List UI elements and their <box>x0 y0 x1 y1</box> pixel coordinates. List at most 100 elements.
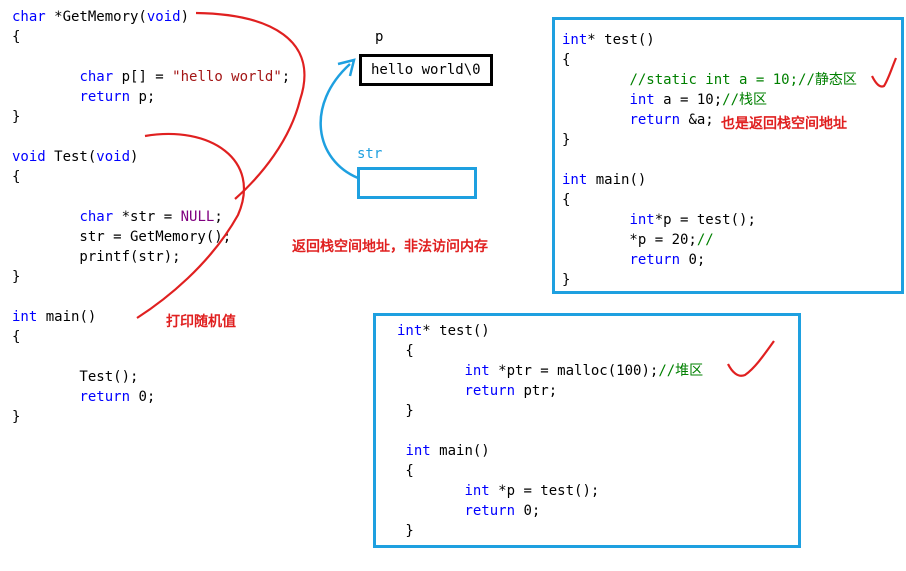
code-token: Test( <box>45 149 97 165</box>
code-token <box>12 89 79 105</box>
code-token: int <box>562 172 588 188</box>
code-token: &a; <box>680 112 714 128</box>
p-label: p <box>375 29 384 45</box>
code-token: } <box>562 272 571 288</box>
code-line: char *str = NULL; <box>12 207 290 227</box>
code-line: Test(); <box>12 367 290 387</box>
illegal-access-note: 返回栈空间地址，非法访问内存 <box>292 239 488 255</box>
code-line <box>12 127 290 147</box>
code-token: int <box>562 32 588 48</box>
code-token: void <box>96 149 131 165</box>
left-code-block: char *GetMemory(void){ char p[] = "hello… <box>12 7 290 427</box>
str-to-p-arrowhead <box>337 58 356 77</box>
code-token: ; <box>281 69 291 85</box>
code-line: } <box>397 521 703 541</box>
code-token: main() <box>37 309 97 325</box>
code-token <box>562 212 629 228</box>
code-token <box>562 112 629 128</box>
code-line: int main() <box>12 307 290 327</box>
code-token <box>397 383 464 399</box>
code-line: } <box>12 107 290 127</box>
stack-example-code: int* test(){ //static int a = 10;//静态区 i… <box>562 30 857 290</box>
code-line: printf(str); <box>12 247 290 267</box>
code-token: return <box>79 89 131 105</box>
code-line: { <box>562 190 857 210</box>
code-token <box>397 483 464 499</box>
code-token: char <box>12 9 46 25</box>
code-line: { <box>397 341 703 361</box>
code-token: } <box>12 409 21 425</box>
code-token: { <box>562 52 571 68</box>
code-token: // <box>696 232 714 248</box>
code-token: return <box>629 252 681 268</box>
code-token: int <box>464 483 490 499</box>
random-value-note: 打印随机值 <box>166 314 236 330</box>
code-line: *p = 20;// <box>562 230 857 250</box>
code-token: } <box>12 109 21 125</box>
code-token: ) <box>180 9 190 25</box>
code-line: } <box>12 407 290 427</box>
code-token <box>12 69 79 85</box>
code-token: *p = test(); <box>489 483 600 499</box>
code-token: int <box>397 323 423 339</box>
code-token: * test() <box>587 32 655 48</box>
code-token: p; <box>130 89 156 105</box>
code-token: *p = test(); <box>654 212 756 228</box>
stack-example-box: int* test(){ //static int a = 10;//静态区 i… <box>552 17 904 294</box>
code-token: main() <box>587 172 647 188</box>
code-token <box>397 503 464 519</box>
code-line: return ptr; <box>397 381 703 401</box>
code-token: printf(str); <box>12 249 181 265</box>
code-token: char <box>79 69 114 85</box>
code-token <box>397 363 464 379</box>
code-line: { <box>12 327 290 347</box>
code-token: "hello world" <box>172 69 282 85</box>
code-line: return 0; <box>562 250 857 270</box>
code-line <box>12 347 290 367</box>
code-line: str = GetMemory(); <box>12 227 290 247</box>
code-line: int*p = test(); <box>562 210 857 230</box>
heap-example-box: int* test() { int *ptr = malloc(100);//堆… <box>373 313 801 548</box>
p-memory-value: hello world\0 <box>371 62 481 78</box>
code-line: char p[] = "hello world"; <box>12 67 290 87</box>
code-line: { <box>12 27 290 47</box>
code-token: return <box>464 503 516 519</box>
code-token <box>12 389 79 405</box>
code-line: } <box>397 401 703 421</box>
code-line: int *p = test(); <box>397 481 703 501</box>
code-line: { <box>562 50 857 70</box>
code-line: return p; <box>12 87 290 107</box>
code-line: int main() <box>397 441 703 461</box>
code-token: int <box>405 443 431 459</box>
code-token: ; <box>214 209 223 225</box>
str-label: str <box>357 146 383 162</box>
code-line <box>562 150 857 170</box>
code-token: { <box>12 29 21 45</box>
code-token <box>562 72 629 88</box>
code-token: //堆区 <box>658 363 704 379</box>
code-token: 0; <box>680 252 706 268</box>
code-token: ptr; <box>515 383 558 399</box>
code-line <box>12 187 290 207</box>
heap-example-code: int* test() { int *ptr = malloc(100);//堆… <box>397 321 703 541</box>
code-line: int *ptr = malloc(100);//堆区 <box>397 361 703 381</box>
p-memory-box: hello world\0 <box>359 54 493 86</box>
code-token: return <box>629 112 681 128</box>
code-token: int <box>629 212 655 228</box>
code-token: *str = <box>113 209 181 225</box>
code-line: int main() <box>562 170 857 190</box>
code-line: { <box>12 167 290 187</box>
code-line: { <box>397 461 703 481</box>
code-token: //栈区 <box>722 92 768 108</box>
code-token: return <box>464 383 516 399</box>
code-line: } <box>562 270 857 290</box>
code-token: NULL <box>180 209 215 225</box>
code-line <box>12 287 290 307</box>
code-line: return &a; <box>562 110 857 130</box>
code-line: } <box>562 130 857 150</box>
code-token: Test(); <box>12 369 139 385</box>
code-line: void Test(void) <box>12 147 290 167</box>
code-line: int* test() <box>562 30 857 50</box>
code-line: //static int a = 10;//静态区 <box>562 70 856 90</box>
code-token: char <box>79 209 114 225</box>
